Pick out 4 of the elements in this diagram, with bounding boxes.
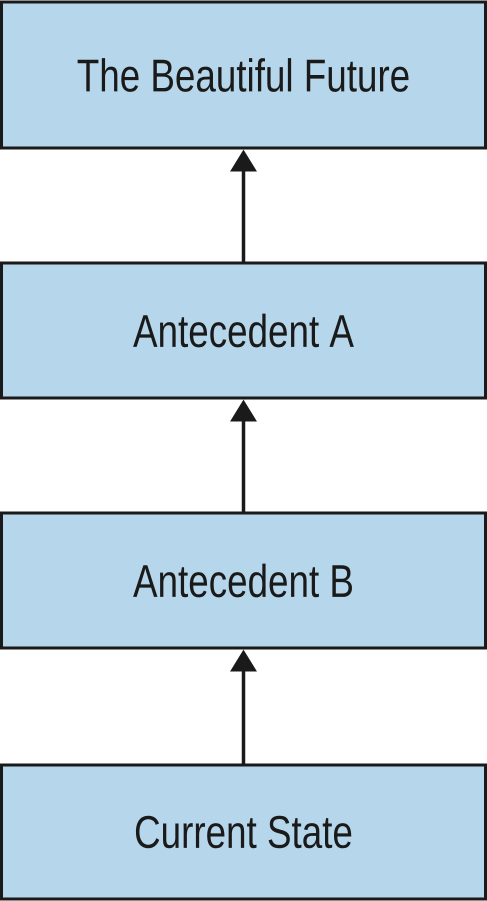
process-box: Antecedent B xyxy=(0,512,487,650)
process-box: The Beautiful Future xyxy=(0,0,487,150)
process-box: Antecedent A xyxy=(0,262,487,400)
process-box: Current State xyxy=(0,764,487,900)
